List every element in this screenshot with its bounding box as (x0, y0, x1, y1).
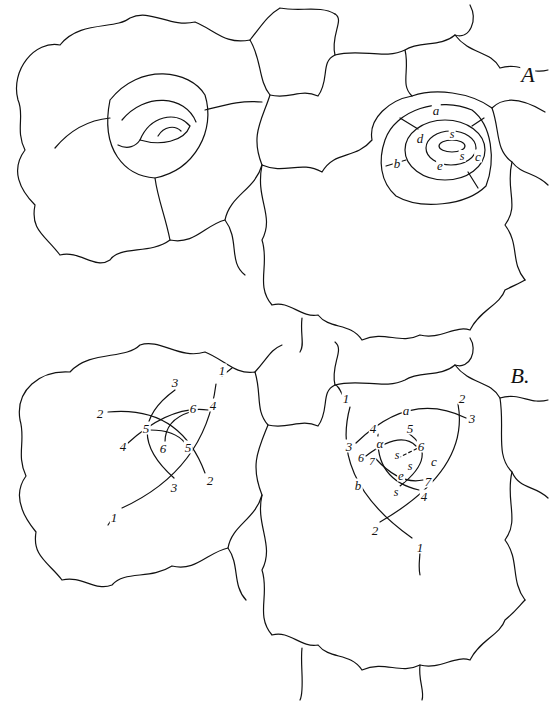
figure-letter: A (520, 64, 535, 86)
wall-label: 6 (159, 442, 168, 455)
wall-label: 6 (417, 440, 426, 453)
wall-label: s (449, 128, 456, 140)
wall-label: 7 (424, 475, 433, 488)
wall-label: c (430, 455, 438, 468)
wall-label: α (376, 437, 385, 450)
wall-label: 3 (468, 412, 477, 425)
wall-label: 3 (170, 481, 179, 494)
wall-label: b (393, 157, 402, 170)
wall-label: 1 (110, 511, 119, 524)
wall-label: s (459, 150, 466, 162)
wall-label: 3 (345, 440, 354, 453)
wall-label: c (474, 150, 482, 163)
wall-label: 7 (368, 456, 376, 467)
wall-label: 1 (342, 392, 351, 405)
wall-label: 2 (458, 392, 467, 405)
wall-label: 6 (189, 402, 198, 415)
wall-label: a (432, 104, 441, 117)
wall-label: s (394, 449, 401, 461)
wall-label: b (354, 479, 363, 492)
wall-label: 2 (371, 524, 380, 537)
wall-label: 4 (209, 399, 218, 412)
wall-label: 4 (119, 440, 128, 453)
wall-label: 5 (142, 422, 151, 435)
wall-label: 1 (416, 541, 425, 554)
wall-label: e (436, 159, 444, 172)
wall-label: 3 (171, 376, 180, 389)
wall-label: 1 (218, 364, 227, 377)
wall-label: 2 (206, 474, 215, 487)
wall-label: a (402, 404, 411, 417)
wall-label: e (397, 469, 405, 482)
wall-label: 2 (96, 407, 105, 420)
figure-letter: B. (510, 365, 531, 387)
wall-label: d (416, 132, 425, 145)
wall-label: 6 (357, 452, 365, 464)
wall-label: s (393, 486, 400, 498)
wall-label: 5 (406, 422, 415, 435)
wall-label: 5 (184, 441, 193, 454)
wall-label: 4 (420, 490, 429, 503)
wall-label: 4 (369, 422, 378, 435)
wall-label: s (407, 460, 414, 472)
